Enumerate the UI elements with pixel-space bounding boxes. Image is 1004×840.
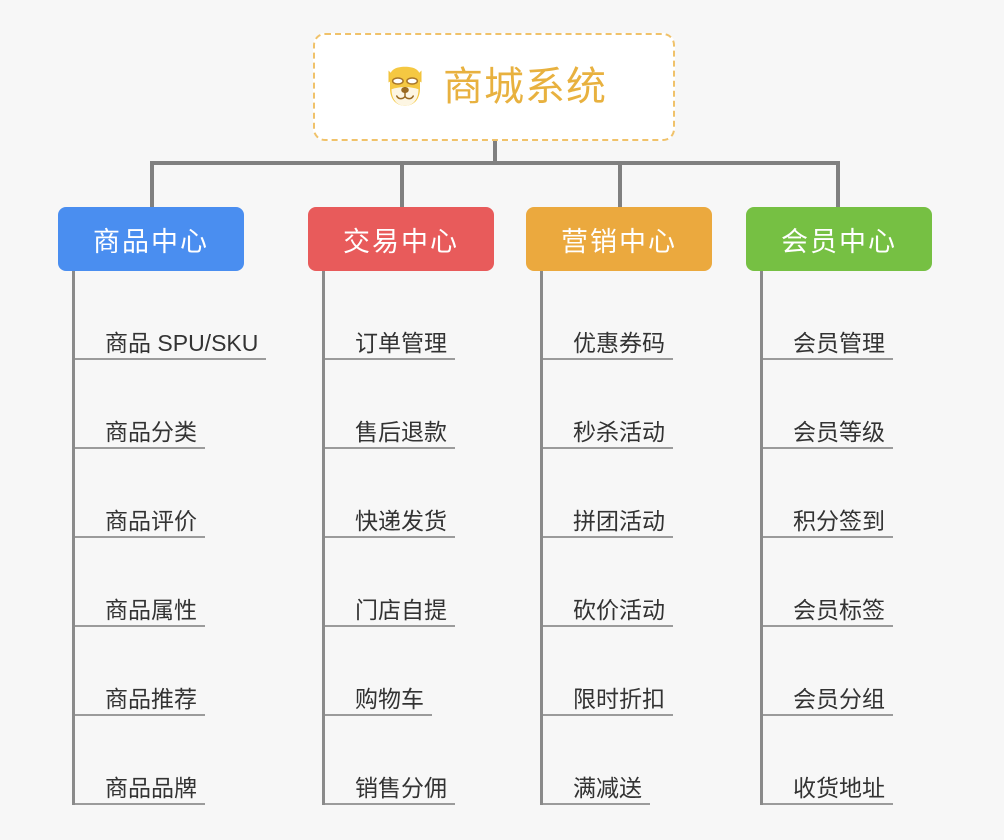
leaf-underline <box>75 358 266 360</box>
leaf-underline <box>543 714 673 716</box>
list-item[interactable]: 积分签到 <box>763 449 932 538</box>
list-item[interactable]: 会员等级 <box>763 360 932 449</box>
category-box-2[interactable]: 交易中心 <box>308 207 494 271</box>
leaf-underline <box>763 625 893 627</box>
list-item[interactable]: 售后退款 <box>325 360 494 449</box>
list-item[interactable]: 秒杀活动 <box>543 360 712 449</box>
leaf-label: 会员标签 <box>793 596 885 623</box>
category-box-3[interactable]: 营销中心 <box>526 207 712 271</box>
leaf-underline <box>543 447 673 449</box>
root-node-shop-system[interactable]: 商城系统 <box>313 33 675 141</box>
connector-drop-1 <box>150 161 154 208</box>
category-column-3: 营销中心 优惠券码 秒杀活动 拼团活动 砍价活动 限时折扣 满减送 <box>526 207 712 805</box>
leaf-underline <box>75 803 205 805</box>
list-item[interactable]: 订单管理 <box>325 271 494 360</box>
leaf-underline <box>543 625 673 627</box>
connector-drop-4 <box>836 161 840 208</box>
leaf-label: 商品推荐 <box>105 685 197 712</box>
category-box-4[interactable]: 会员中心 <box>746 207 932 271</box>
leaf-underline <box>75 714 205 716</box>
leaf-label: 拼团活动 <box>573 507 665 534</box>
leaf-label: 会员管理 <box>793 329 885 356</box>
leaf-label: 限时折扣 <box>573 685 665 712</box>
leaf-underline <box>543 803 650 805</box>
category-column-2: 交易中心 订单管理 售后退款 快递发货 门店自提 购物车 销售分佣 <box>308 207 494 805</box>
list-item[interactable]: 购物车 <box>325 627 494 716</box>
leaf-underline <box>325 536 455 538</box>
leaf-label: 售后退款 <box>355 418 447 445</box>
leaf-underline <box>543 536 673 538</box>
list-item[interactable]: 限时折扣 <box>543 627 712 716</box>
leaf-underline <box>763 358 893 360</box>
list-item[interactable]: 会员管理 <box>763 271 932 360</box>
list-item[interactable]: 快递发货 <box>325 449 494 538</box>
leaf-underline <box>75 536 205 538</box>
category-label-2: 交易中心 <box>343 226 459 257</box>
list-item[interactable]: 满减送 <box>543 716 712 805</box>
list-item[interactable]: 优惠券码 <box>543 271 712 360</box>
list-item[interactable]: 商品推荐 <box>75 627 258 716</box>
leaf-underline <box>325 714 432 716</box>
root-node-label: 商城系统 <box>443 65 607 109</box>
leaf-label: 会员等级 <box>793 418 885 445</box>
leaf-underline <box>543 358 673 360</box>
leaf-label: 销售分佣 <box>355 774 447 801</box>
leaf-label: 会员分组 <box>793 685 885 712</box>
category-column-4: 会员中心 会员管理 会员等级 积分签到 会员标签 会员分组 收货地址 <box>746 207 932 805</box>
leaf-label: 商品品牌 <box>105 774 197 801</box>
leaf-underline <box>325 358 455 360</box>
list-item[interactable]: 商品品牌 <box>75 716 258 805</box>
list-item[interactable]: 商品属性 <box>75 538 258 627</box>
branch-4: 会员管理 会员等级 积分签到 会员标签 会员分组 收货地址 <box>760 271 932 805</box>
connector-horizontal-bus <box>150 161 840 165</box>
leaf-label: 商品属性 <box>105 596 197 623</box>
leaf-underline <box>763 447 893 449</box>
branch-2: 订单管理 售后退款 快递发货 门店自提 购物车 销售分佣 <box>322 271 494 805</box>
leaf-underline <box>763 714 893 716</box>
leaf-label: 满减送 <box>573 774 642 801</box>
leaf-underline <box>763 803 893 805</box>
leaf-label: 积分签到 <box>793 507 885 534</box>
leaf-underline <box>325 625 455 627</box>
connector-root-stem <box>493 141 497 165</box>
branch-3: 优惠券码 秒杀活动 拼团活动 砍价活动 限时折扣 满减送 <box>540 271 712 805</box>
connector-drop-3 <box>618 161 622 208</box>
leaf-label: 门店自提 <box>355 596 447 623</box>
shiba-dog-face-icon <box>388 66 422 106</box>
list-item[interactable]: 收货地址 <box>763 716 932 805</box>
leaf-label: 订单管理 <box>355 329 447 356</box>
leaf-label: 收货地址 <box>793 774 885 801</box>
leaf-label: 快递发货 <box>355 507 447 534</box>
leaf-label: 商品评价 <box>105 507 197 534</box>
category-label-1: 商品中心 <box>93 226 209 257</box>
list-item[interactable]: 商品分类 <box>75 360 258 449</box>
leaf-label: 购物车 <box>355 685 424 712</box>
list-item[interactable]: 商品评价 <box>75 449 258 538</box>
leaf-label: 秒杀活动 <box>573 418 665 445</box>
list-item[interactable]: 商品 SPU/SKU <box>75 271 266 360</box>
category-label-3: 营销中心 <box>561 226 677 257</box>
category-column-1: 商品中心 商品 SPU/SKU 商品分类 商品评价 商品属性 商品推荐 商品品牌 <box>58 207 266 805</box>
leaf-label: 商品分类 <box>105 418 197 445</box>
list-item[interactable]: 销售分佣 <box>325 716 494 805</box>
category-box-1[interactable]: 商品中心 <box>58 207 244 271</box>
list-item[interactable]: 砍价活动 <box>543 538 712 627</box>
leaf-underline <box>763 536 893 538</box>
category-label-4: 会员中心 <box>781 226 897 257</box>
list-item[interactable]: 拼团活动 <box>543 449 712 538</box>
list-item[interactable]: 门店自提 <box>325 538 494 627</box>
leaf-label: 砍价活动 <box>573 596 665 623</box>
leaf-underline <box>325 447 455 449</box>
connector-drop-2 <box>400 161 404 208</box>
list-item[interactable]: 会员分组 <box>763 627 932 716</box>
leaf-label: 优惠券码 <box>573 329 665 356</box>
leaf-underline <box>75 625 205 627</box>
leaf-underline <box>325 803 455 805</box>
list-item[interactable]: 会员标签 <box>763 538 932 627</box>
branch-1: 商品 SPU/SKU 商品分类 商品评价 商品属性 商品推荐 商品品牌 <box>72 271 266 805</box>
leaf-label: 商品 SPU/SKU <box>105 329 259 356</box>
leaf-underline <box>75 447 205 449</box>
